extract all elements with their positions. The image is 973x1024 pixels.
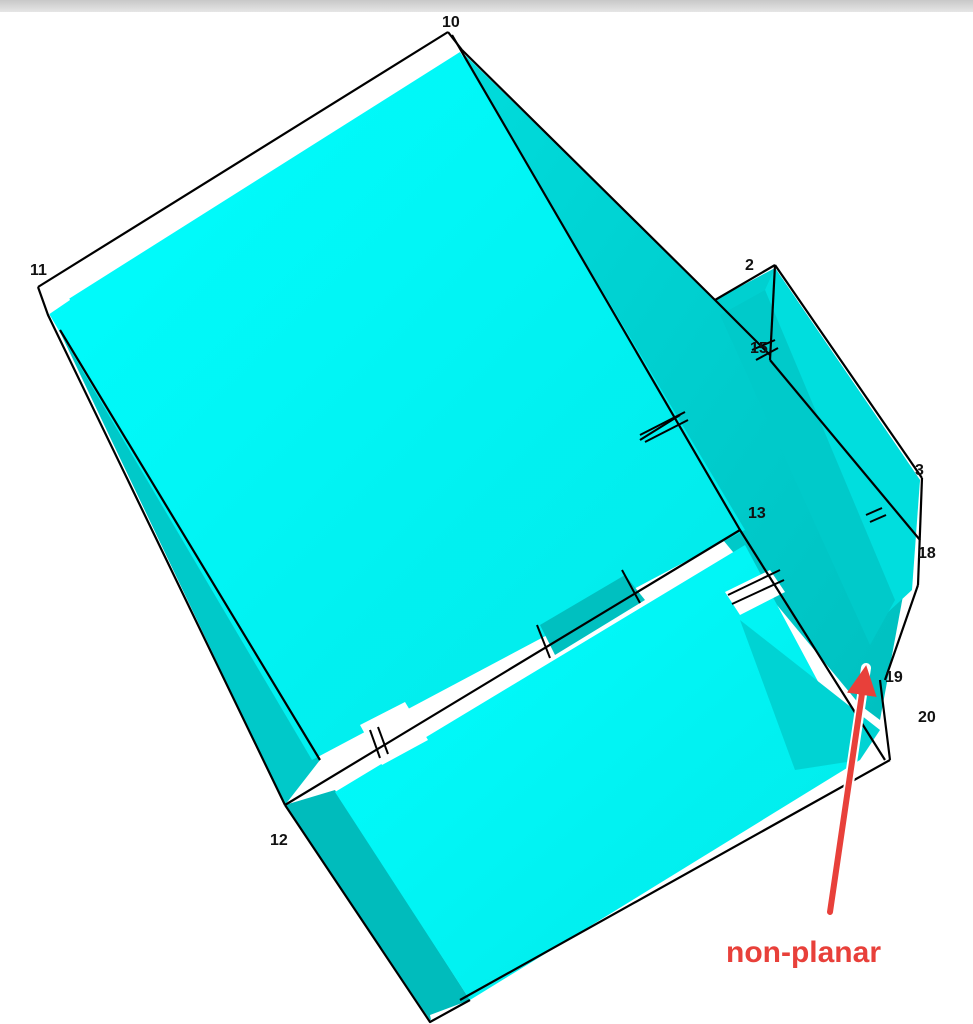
- tick-left-b: [377, 726, 389, 755]
- slanted-face: [460, 50, 905, 720]
- edge-11-12-inner: [59, 329, 321, 761]
- edge-2-15: [768, 264, 777, 361]
- vertex-labels: 10 11 2 15 3 13 18 19 20 12: [30, 14, 936, 849]
- vertex-label-3: 3: [915, 462, 924, 479]
- bottom-side-strip: [740, 620, 880, 770]
- edge-inner-diag: [639, 414, 681, 441]
- edge-bottom-20: [459, 759, 891, 1001]
- tick-mid-b: [621, 569, 641, 604]
- vertex-label-2: 2: [745, 257, 754, 274]
- vertex-label-10: 10: [442, 14, 460, 31]
- edge-15-3: [769, 359, 921, 541]
- edge-3-18: [916, 477, 924, 586]
- tick-mid-a: [536, 624, 551, 659]
- edge-18-19: [883, 584, 920, 681]
- edge-12-13: [284, 529, 741, 806]
- vertex-label-18: 18: [918, 545, 936, 562]
- tick-3-b: [869, 514, 887, 523]
- tick-box-b: [644, 419, 689, 443]
- annotation-arrow-shaft: [827, 665, 877, 915]
- tick-box-a: [639, 411, 686, 436]
- edge-2-3: [774, 264, 923, 479]
- edge-11-10: [37, 31, 449, 288]
- tick-15-b: [755, 347, 779, 361]
- window-top-bar: [0, 0, 973, 12]
- tick-left-a: [369, 729, 381, 759]
- tick-marks: [369, 339, 887, 759]
- edge-20-19: [878, 679, 892, 761]
- right-box-face-inner: [720, 290, 895, 645]
- vertex-label-20: 20: [918, 709, 936, 726]
- annotation-label: non-planar: [726, 936, 881, 969]
- vertex-label-19: 19: [885, 669, 903, 686]
- edge-12-bottom: [284, 804, 471, 1024]
- vertex-label-12: 12: [270, 832, 288, 849]
- edge-11-12: [36, 286, 286, 806]
- tick-right-b: [731, 579, 785, 605]
- vertex-label-15: 15: [750, 340, 768, 357]
- edge-2-top: [714, 264, 776, 301]
- vertex-label-13: 13: [748, 505, 766, 522]
- tick-3-a: [865, 507, 883, 516]
- right-box-face-front: [765, 268, 920, 615]
- lower-side-face: [285, 790, 470, 1020]
- left-side-face: [40, 290, 320, 805]
- bottom-face: [335, 545, 860, 1000]
- top-face: [48, 52, 745, 760]
- tick-right-a: [727, 569, 781, 596]
- mesh-edges: [36, 31, 924, 1024]
- tick-15-a: [751, 339, 776, 351]
- vertex-label-11: 11: [30, 262, 47, 279]
